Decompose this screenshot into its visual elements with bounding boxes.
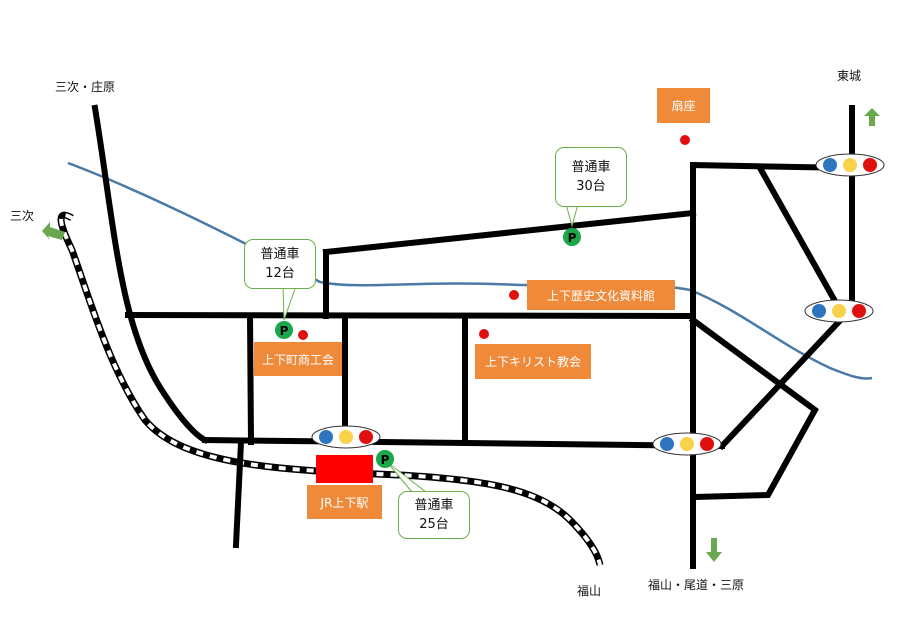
direction-arrow-icon: [42, 108, 880, 562]
parking-count: 12台: [265, 266, 295, 281]
parking-callout: 普通車 25台: [398, 491, 470, 539]
roads: [91, 104, 855, 569]
parking-icon: [275, 228, 581, 468]
parking-count: 30台: [576, 179, 606, 194]
landmark-history-museum: 上下歴史文化資料館: [527, 280, 675, 310]
place-miyoshi-shobara: 三次・庄原: [55, 80, 116, 94]
parking-count: 25台: [419, 517, 449, 532]
landmark-station: JR上下駅: [307, 485, 382, 519]
place-miyoshi: 三次: [10, 209, 35, 223]
parking-icon-label: P: [568, 231, 577, 245]
parking-icon-label: P: [280, 324, 289, 338]
river: [67, 161, 873, 380]
parking-callout: 普通車 30台: [555, 147, 627, 207]
landmark-commerce-association: 上下町商工会: [254, 342, 342, 376]
road-west-curve: [91, 104, 210, 445]
poi-dot-icon: [298, 135, 690, 340]
station-block: [316, 455, 373, 483]
parking-icon-label: P: [381, 453, 390, 467]
place-fukuyama: 福山: [577, 584, 602, 598]
landmark-church: 上下キリスト教会: [475, 344, 591, 379]
parking-type: 普通車: [260, 247, 300, 262]
parking-type: 普通車: [414, 498, 454, 513]
parking-callout: 普通車 12台: [244, 239, 316, 289]
place-fukuyama-onomichi-mihara: 福山・尾道・三原: [648, 578, 745, 592]
place-tojo: 東城: [837, 69, 862, 83]
traffic-signal-icon: [311, 153, 885, 456]
parking-type: 普通車: [571, 160, 611, 175]
landmark-ougiza: 扇座: [657, 88, 710, 123]
